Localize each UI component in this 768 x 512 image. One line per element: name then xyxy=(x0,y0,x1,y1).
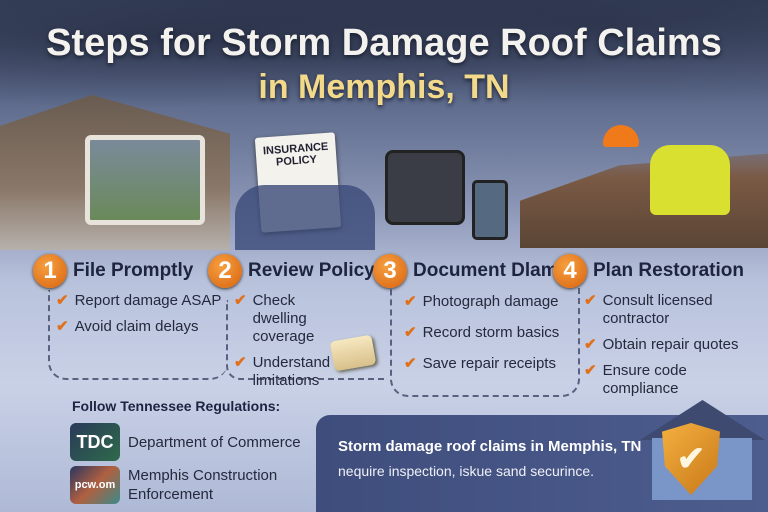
regulation-label: Memphis Construction Enforcement xyxy=(128,467,278,503)
hands-illustration xyxy=(235,185,375,250)
item-text: Avoid claim delays xyxy=(74,318,199,335)
step-number: 1 xyxy=(33,254,67,288)
item-text: Check dwelling coverage xyxy=(252,292,315,345)
pcw-logo: pcw.om xyxy=(70,466,120,504)
storm-clouds xyxy=(0,0,768,120)
step-2-list: ✔ Check dwelling coverage ✔ Understand lim… xyxy=(234,292,344,398)
tdc-logo: TDC xyxy=(70,423,120,461)
item-text: Report damage ASAP xyxy=(74,292,222,309)
step-3-header: 3 Document Dlam xyxy=(373,254,558,288)
item-text: Understand limitations xyxy=(252,354,331,389)
policy-title: INSURANCE POLICY xyxy=(262,140,329,169)
check-icon: ✔ xyxy=(234,354,247,371)
regulation-item: TDC Department of Commerce xyxy=(70,423,301,461)
item-text: Consult licensed contractor xyxy=(602,292,713,327)
check-icon: ✔ xyxy=(56,318,69,335)
step-number: 4 xyxy=(553,254,587,288)
list-item: ✔ Record storm basics xyxy=(404,324,579,342)
step-3-list: ✔Photograph damage ✔Record storm basics … xyxy=(404,293,579,381)
list-item: ✔ Save repair receipts xyxy=(404,355,579,373)
hard-hat xyxy=(603,125,639,147)
item-text: Photograph damage xyxy=(422,293,559,310)
step-4-header: 4 Plan Restoration xyxy=(553,254,744,288)
step-1-list: ✔ Report damage ASAP ✔ Avoid claim delays xyxy=(56,292,226,344)
regulation-item: pcw.om Memphis Construction Enforcement xyxy=(70,466,278,504)
list-item: ✔ Obtain repair quotes xyxy=(584,336,764,354)
step-3-box xyxy=(390,285,580,397)
phone-illustration xyxy=(472,180,508,240)
panel-line-1: Storm damage roof claims in Memphis, TN xyxy=(338,438,642,455)
step-title: Document Dlam xyxy=(413,260,558,281)
item-text: Ensure code compliance xyxy=(602,362,687,397)
step-title: Plan Restoration xyxy=(593,260,744,281)
check-icon: ✔ xyxy=(584,336,597,353)
item-text: Obtain repair quotes xyxy=(602,336,739,353)
roofer-illustration xyxy=(520,153,768,248)
check-icon: ✔ xyxy=(404,324,417,341)
panel-line-2: nequire inspection, iskue sand securince… xyxy=(338,463,595,479)
check-icon: ✔ xyxy=(234,292,247,309)
step-title: Review Policy xyxy=(248,260,375,281)
list-item: ✔ Report damage ASAP xyxy=(56,292,226,310)
step-number: 3 xyxy=(373,254,407,288)
check-icon: ✔ xyxy=(584,292,597,309)
check-icon: ✔ xyxy=(404,293,417,310)
list-item: ✔ Understand limitations xyxy=(234,354,344,390)
item-text: Save repair receipts xyxy=(422,355,556,372)
check-icon: ✔ xyxy=(56,292,69,309)
worker-vest xyxy=(650,145,730,215)
list-item: ✔ Avoid claim delays xyxy=(56,318,226,336)
item-text: Record storm basics xyxy=(422,324,560,341)
step-2-header: 2 Review Policy xyxy=(208,254,375,288)
list-item: ✔ Ensure code compliance xyxy=(584,362,764,398)
step-2-box xyxy=(226,300,386,380)
tablet-house-photo xyxy=(85,135,205,225)
title-line-2: in Memphis, TN xyxy=(258,68,510,106)
list-item: ✔ Photograph damage xyxy=(404,293,579,311)
camera-devices-illustration xyxy=(385,150,465,225)
title-line-1: Steps for Storm Damage Roof Claims xyxy=(46,22,722,64)
step-4-list: ✔ Consult licensed contractor ✔ Obtain rep… xyxy=(584,292,764,406)
check-icon: ✔ xyxy=(584,362,597,379)
step-1-header: 1 File Promptly xyxy=(33,254,193,288)
regulations-title: Follow Tennessee Regulations: xyxy=(72,398,281,414)
step-number: 2 xyxy=(208,254,242,288)
regulation-label: Department of Commerce xyxy=(128,433,301,451)
list-item: ✔ Consult licensed contractor xyxy=(584,292,764,328)
list-item: ✔ Check dwelling coverage xyxy=(234,292,344,346)
step-title: File Promptly xyxy=(73,260,194,281)
step-1-box xyxy=(48,290,228,380)
check-icon: ✔ xyxy=(404,355,417,372)
